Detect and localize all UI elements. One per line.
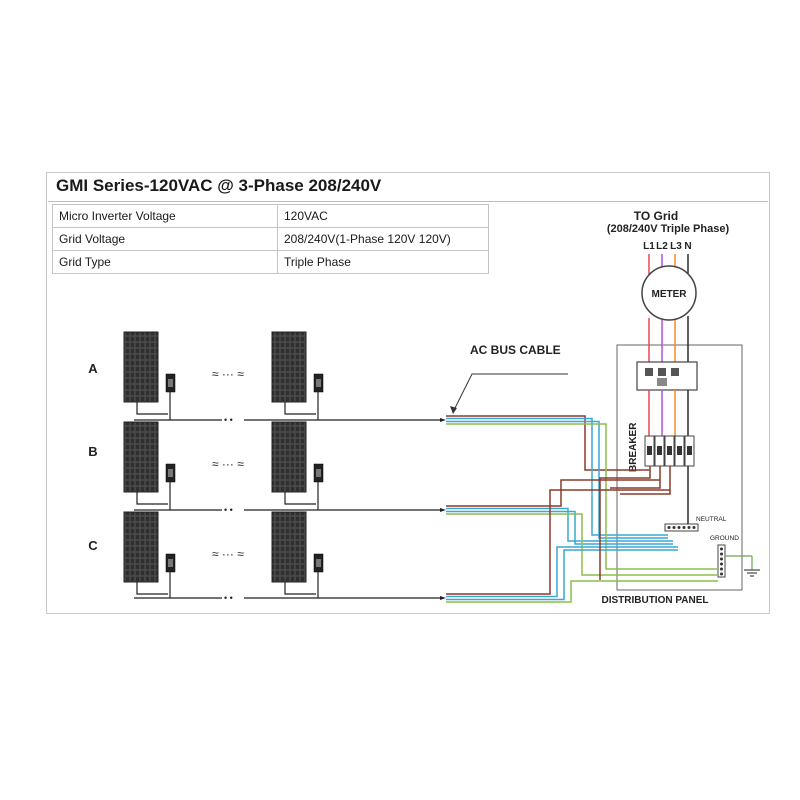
ground-label: GROUND bbox=[710, 535, 739, 542]
neutral-terminal bbox=[687, 526, 691, 529]
diagram-frame bbox=[46, 172, 770, 614]
ground-terminal bbox=[720, 547, 723, 551]
spec-value: 208/240V(1-Phase 120V 120V) bbox=[277, 227, 489, 251]
contactor-terminal bbox=[658, 368, 666, 376]
bus-conductor bbox=[446, 489, 670, 595]
cable-break-symbol: • • bbox=[224, 505, 233, 515]
bus-conductor bbox=[446, 513, 718, 576]
contactor-terminal bbox=[671, 368, 679, 376]
panel-to-inverter-wire bbox=[136, 492, 168, 505]
row-label-b: B bbox=[88, 444, 97, 459]
panel-to-inverter-wire bbox=[284, 582, 316, 595]
breaker-bank bbox=[644, 435, 695, 467]
micro-inverter-face bbox=[316, 379, 321, 387]
continuation-symbol: ≈ ··· ≈ bbox=[212, 547, 244, 561]
breaker-output-wire bbox=[610, 466, 661, 489]
neutral-bus-terminals bbox=[667, 526, 696, 529]
continuation-symbol: ≈ ··· ≈ bbox=[212, 367, 244, 381]
solar-panel bbox=[123, 331, 159, 403]
breaker-toggle bbox=[667, 446, 672, 455]
ac-bus-leader-line bbox=[452, 373, 568, 413]
breaker-toggle bbox=[677, 446, 682, 455]
grid-title: TO Grid bbox=[634, 209, 678, 223]
neutral-bus bbox=[664, 523, 699, 532]
trunk-end-cap bbox=[440, 596, 446, 600]
neutral-terminal bbox=[667, 526, 671, 529]
ground-bus-terminals bbox=[720, 547, 723, 576]
ac-bus-leader-arrow bbox=[450, 406, 457, 414]
bus-conductor bbox=[446, 417, 668, 536]
cable-break-symbol: • • bbox=[224, 593, 233, 603]
breaker-output-wire bbox=[599, 466, 651, 580]
contactor-terminal bbox=[645, 368, 653, 376]
solar-panel bbox=[123, 421, 159, 493]
page-title: GMI Series-120VAC @ 3-Phase 208/240V bbox=[56, 176, 382, 195]
breaker-label: BREAKER bbox=[628, 422, 639, 472]
bus-conductor bbox=[446, 580, 718, 603]
ground-terminal bbox=[720, 552, 723, 556]
meter-symbol bbox=[641, 265, 697, 321]
breaker-toggle bbox=[687, 446, 692, 455]
grid-line-n: N bbox=[684, 241, 691, 252]
neutral-terminal bbox=[672, 526, 676, 529]
panel-to-inverter-wire bbox=[136, 402, 168, 415]
continuation-symbol: ≈ ··· ≈ bbox=[212, 457, 244, 471]
bus-conductor bbox=[446, 507, 673, 542]
neutral-label: NEUTRAL bbox=[696, 516, 727, 523]
neutral-terminal bbox=[692, 526, 696, 529]
ground-bus bbox=[717, 544, 726, 578]
breaker-output-wire bbox=[620, 466, 671, 495]
ground-terminal bbox=[720, 557, 723, 561]
panel-to-inverter-wire bbox=[136, 582, 168, 595]
micro-inverter-face bbox=[316, 559, 321, 567]
bus-conductor bbox=[446, 479, 660, 507]
ac-bus-cables bbox=[446, 415, 718, 603]
micro-inverter-face bbox=[316, 469, 321, 477]
ground-terminal bbox=[720, 572, 723, 576]
bus-conductor bbox=[446, 510, 673, 545]
ground-terminal bbox=[720, 567, 723, 571]
neutral-terminal bbox=[682, 526, 686, 529]
spec-table: Micro Inverter Voltage 120VAC Grid Volta… bbox=[52, 204, 489, 274]
spec-label: Grid Type bbox=[52, 250, 278, 274]
trunk-end-cap bbox=[440, 418, 446, 422]
grid-line-l2: L2 bbox=[656, 241, 668, 252]
spec-row: Grid Type Triple Phase bbox=[52, 250, 489, 274]
ac-bus-cable-label: AC BUS CABLE bbox=[470, 343, 561, 357]
contactor-center bbox=[657, 378, 667, 386]
spec-value: Triple Phase bbox=[277, 250, 489, 274]
bus-conductor bbox=[446, 415, 650, 471]
ground-terminal bbox=[720, 562, 723, 566]
grid-line-l1: L1 bbox=[643, 241, 655, 252]
row-label-c: C bbox=[88, 538, 98, 553]
grid-subtitle: (208/240V Triple Phase) bbox=[607, 223, 730, 235]
distribution-panel-box bbox=[616, 344, 743, 591]
solar-panel bbox=[271, 421, 307, 493]
bus-conductor bbox=[446, 423, 718, 570]
meter-label: METER bbox=[652, 289, 688, 300]
bus-conductor bbox=[446, 549, 678, 601]
micro-inverter-face bbox=[168, 559, 173, 567]
cable-break-symbol: • • bbox=[224, 415, 233, 425]
breaker-toggle bbox=[657, 446, 662, 455]
solar-panel bbox=[123, 511, 159, 583]
micro-inverter-face bbox=[168, 379, 173, 387]
panel-to-inverter-wire bbox=[284, 402, 316, 415]
neutral-terminal bbox=[677, 526, 681, 529]
distribution-panel-label: DISTRIBUTION PANEL bbox=[601, 595, 708, 606]
spec-row: Grid Voltage 208/240V(1-Phase 120V 120V) bbox=[52, 227, 489, 251]
micro-inverter-face bbox=[168, 469, 173, 477]
pv-strings: ≈ ··· ≈ • • ≈ ··· ≈ • • ≈ ··· ≈ • • bbox=[123, 331, 446, 603]
solar-panel bbox=[271, 331, 307, 403]
bus-conductor bbox=[446, 546, 678, 598]
trunk-end-cap bbox=[440, 508, 446, 512]
row-label-a: A bbox=[88, 361, 98, 376]
solar-panel bbox=[271, 511, 307, 583]
title-divider bbox=[48, 201, 768, 202]
breaker-toggle bbox=[647, 446, 652, 455]
grid-line-l3: L3 bbox=[670, 241, 682, 252]
panel-to-inverter-wire bbox=[284, 492, 316, 505]
